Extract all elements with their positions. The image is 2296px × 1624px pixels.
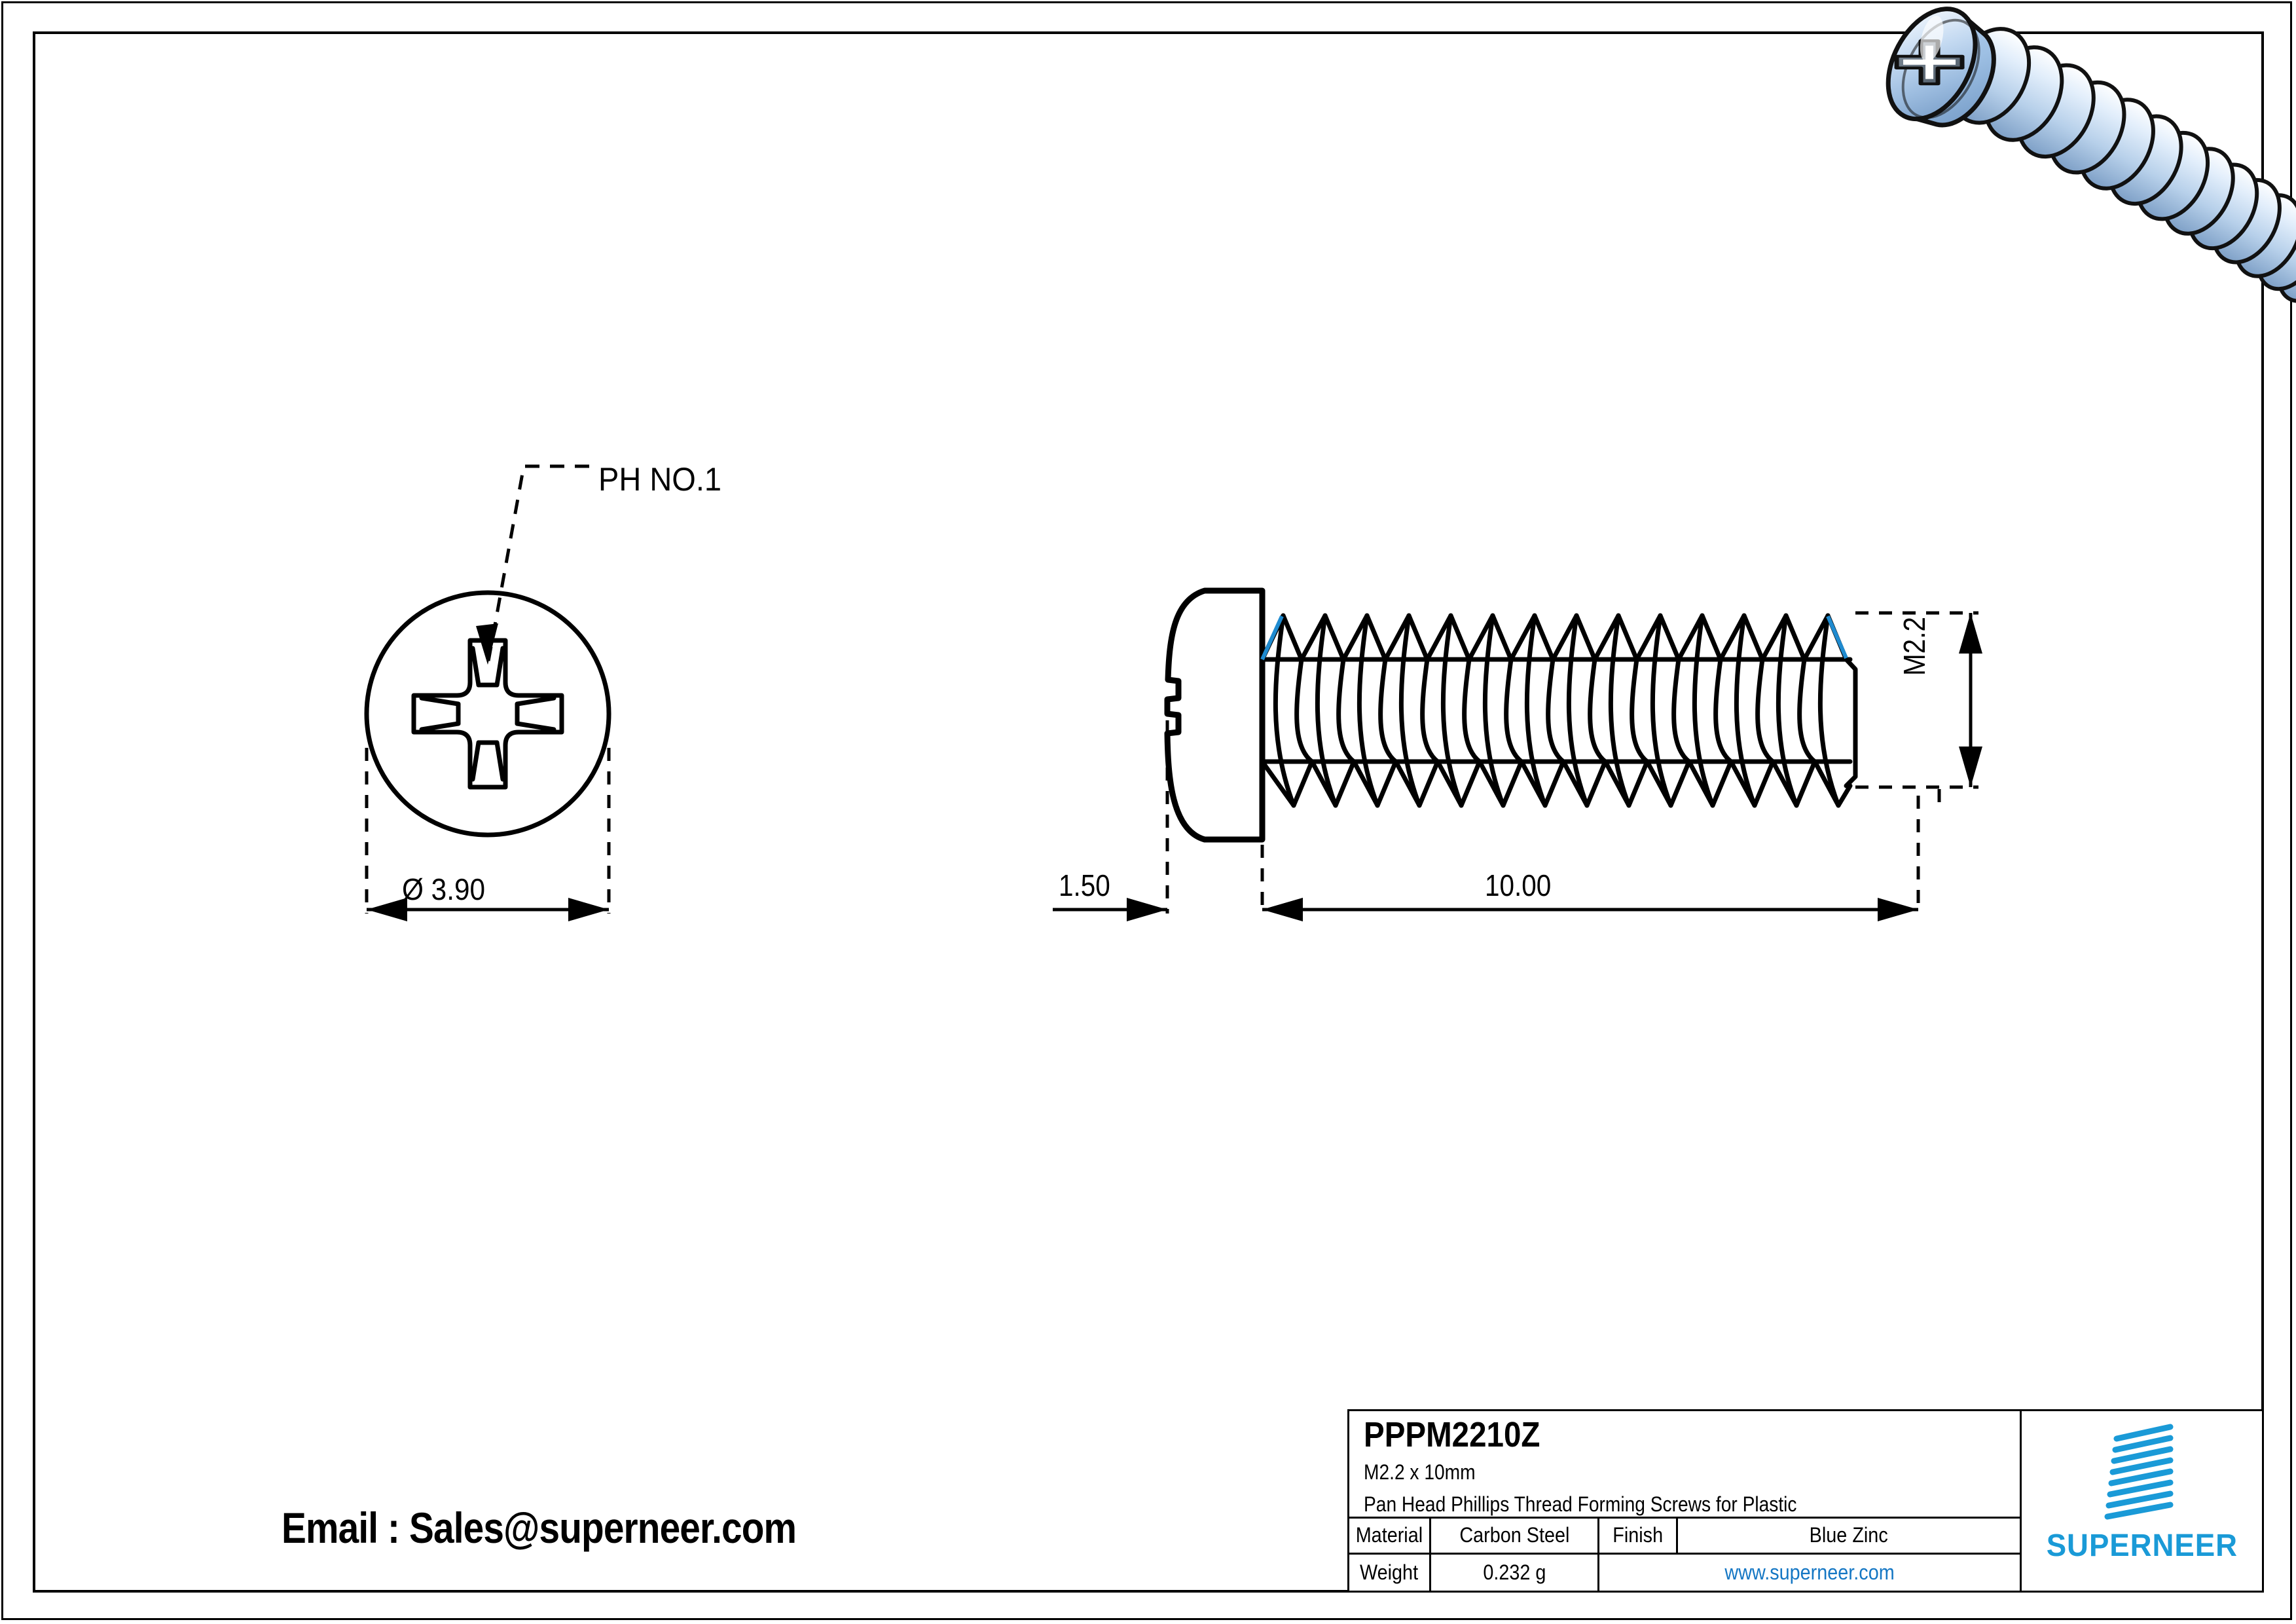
material-value: Carbon Steel — [1431, 1518, 1599, 1553]
title-block: PPPM2210Z M2.2 x 10mm Pan Head Phillips … — [1347, 1409, 2264, 1593]
head-diameter-label: Ø 3.90 — [402, 872, 486, 906]
weight-label-text: Weight — [1360, 1560, 1419, 1584]
website-link[interactable]: www.superneer.com — [1599, 1555, 2020, 1591]
material-label-text: Material — [1355, 1523, 1423, 1547]
weight-value-text: 0.232 g — [1482, 1560, 1546, 1584]
finish-value-text: Blue Zinc — [1809, 1523, 1889, 1547]
thread-length-label: 10.00 — [1485, 868, 1552, 902]
finish-label-text: Finish — [1613, 1523, 1663, 1547]
weight-label: Weight — [1349, 1554, 1431, 1591]
thread-size-label: M2.2 — [1897, 617, 1931, 676]
website-link-text: www.superneer.com — [1724, 1560, 1895, 1584]
weight-value: 0.232 g — [1431, 1554, 1599, 1591]
title-block-info: PPPM2210Z M2.2 x 10mm Pan Head Phillips … — [1349, 1411, 2022, 1591]
head-height-label: 1.50 — [1059, 868, 1110, 902]
title-block-row-weight: Weight 0.232 g www.superneer.com — [1349, 1554, 2020, 1591]
material-value-text: Carbon Steel — [1459, 1523, 1570, 1547]
part-description: Pan Head Phillips Thread Forming Screws … — [1364, 1492, 1797, 1516]
sheet-inner-border — [33, 31, 2264, 1593]
stripes-parallelogram-icon — [2104, 1424, 2173, 1520]
title-block-row-material: Material Carbon Steel Finish Blue Zinc — [1349, 1518, 2020, 1555]
finish-value: Blue Zinc — [1678, 1519, 2020, 1553]
finish-label: Finish — [1599, 1518, 1678, 1553]
ph-recess-note: PH NO.1 — [598, 461, 722, 498]
brand-name: SUPERNEER — [2046, 1528, 2238, 1563]
material-label: Material — [1349, 1518, 1431, 1553]
contact-email-text: Email : Sales@superneer.com — [282, 1504, 797, 1552]
part-size: M2.2 x 10mm — [1364, 1460, 1476, 1484]
title-block-description-cell: PPPM2210Z M2.2 x 10mm Pan Head Phillips … — [1349, 1411, 2020, 1519]
part-number: PPPM2210Z — [1364, 1415, 1540, 1454]
brand-panel: SUPERNEER — [2022, 1411, 2262, 1591]
